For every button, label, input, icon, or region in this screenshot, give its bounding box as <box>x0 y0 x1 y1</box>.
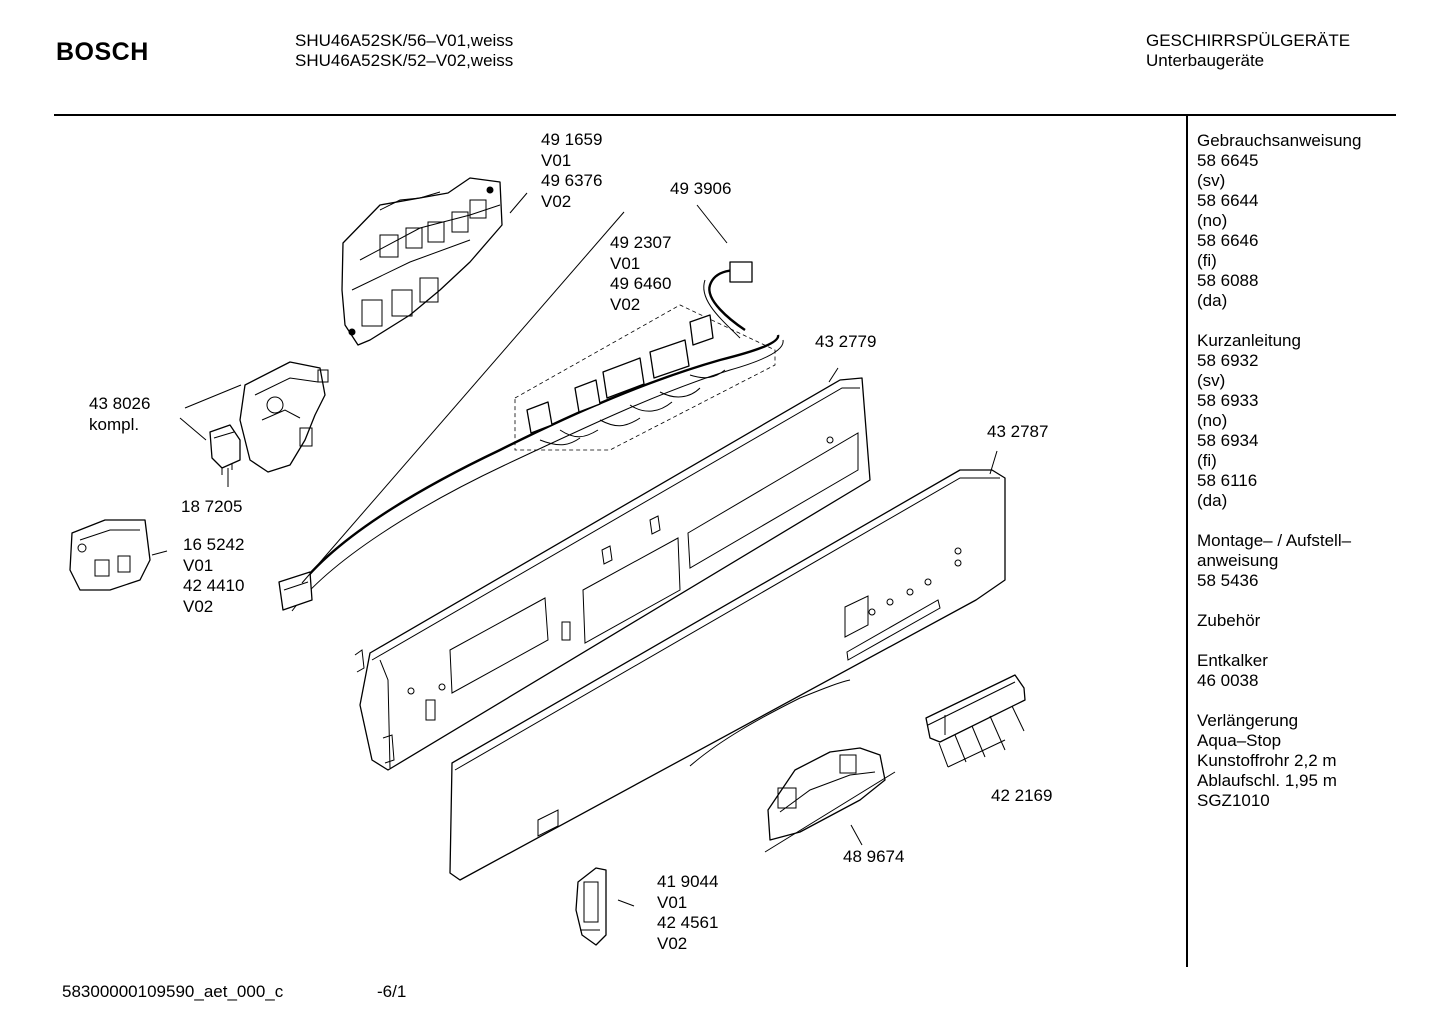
sidebar-line: 58 6933 <box>1197 391 1259 410</box>
callout-connector-set: 49 2307 V01 49 6460 V02 <box>610 233 671 315</box>
header-divider <box>54 114 1396 116</box>
sidebar-line: 58 6934 <box>1197 431 1259 450</box>
part-number: 43 8026 <box>89 394 151 413</box>
part-number: 42 2169 <box>991 786 1053 805</box>
sidebar-group-quickguide: Kurzanleitung 58 6932 (sv) 58 6933 (no) … <box>1197 331 1361 511</box>
page-number: -6/1 <box>377 982 407 1001</box>
sidebar-group-descaler: Entkalker 46 0038 <box>1197 651 1361 691</box>
part-number: 18 7205 <box>181 497 243 516</box>
callout-control-panel-frame: 43 2779 <box>815 332 876 353</box>
connector-set-drawing <box>514 304 776 451</box>
version-label: V01 <box>541 150 572 170</box>
leader-lines <box>151 192 1025 907</box>
sidebar-line: Gebrauchsanweisung <box>1197 131 1362 150</box>
callout-switch-assembly: 43 8026 kompl. <box>89 394 150 435</box>
part-number: 49 6376 <box>541 171 603 190</box>
sidebar-line: (sv) <box>1197 371 1226 390</box>
part-number: 42 4410 <box>183 576 245 595</box>
handle-insert-drawing <box>764 747 896 853</box>
sidebar-line: (fi) <box>1197 251 1217 270</box>
sidebar-line: Aqua–Stop <box>1197 731 1282 750</box>
sidebar-line: 58 6932 <box>1197 351 1259 370</box>
sidebar-line: 58 6088 <box>1197 271 1259 290</box>
appliance-category: GESCHIRRSPÜLGERÄTE Unterbaugeräte <box>1146 31 1350 71</box>
category-subtitle: Unterbaugeräte <box>1146 51 1265 70</box>
switch-drawing <box>69 519 151 591</box>
sidebar-line: 58 6646 <box>1197 231 1259 250</box>
callout-cable-harness: 49 3906 <box>670 179 731 200</box>
version-label: V01 <box>183 555 214 575</box>
sidebar-divider <box>1186 116 1188 967</box>
sidebar-line: 58 6116 <box>1197 471 1258 490</box>
sidebar-line: (no) <box>1197 211 1228 230</box>
sidebar-line: (no) <box>1197 411 1228 430</box>
part-number: 49 6460 <box>610 274 672 293</box>
callout-handle-insert: 48 9674 <box>843 847 904 868</box>
version-label: V02 <box>657 933 688 953</box>
part-number: 42 4561 <box>657 913 719 932</box>
front-panel-drawing <box>449 469 1006 881</box>
control-module-drawing <box>341 177 503 346</box>
part-number: 16 5242 <box>183 535 245 554</box>
cable-harness-drawing <box>278 261 784 612</box>
sidebar-line: Verlängerung <box>1197 711 1299 730</box>
sidebar-line: Kunstoffrohr 2,2 m <box>1197 751 1337 770</box>
brand-logo: BOSCH <box>56 38 149 66</box>
sidebar-line: 58 6644 <box>1197 191 1259 210</box>
sidebar-line: Montage– / Aufstell– <box>1197 531 1352 550</box>
part-number: 48 9674 <box>843 847 905 866</box>
sidebar-line: 58 5436 <box>1197 571 1259 590</box>
sidebar-line: Zubehör <box>1197 611 1261 630</box>
callout-button-strip: 42 2169 <box>991 786 1052 807</box>
sidebar-group-manual: Gebrauchsanweisung 58 6645 (sv) 58 6644 … <box>1197 131 1361 311</box>
part-number: 43 2779 <box>815 332 877 351</box>
version-label: V02 <box>541 191 572 211</box>
sidebar-line: (fi) <box>1197 451 1217 470</box>
sidebar-line: Ablaufschl. 1,95 m <box>1197 771 1337 790</box>
control-panel-frame-drawing <box>354 377 871 771</box>
part-number: 41 9044 <box>657 872 719 891</box>
sidebar-line: Entkalker <box>1197 651 1268 670</box>
callout-small-component: 18 7205 <box>181 497 242 518</box>
sidebar-line: (da) <box>1197 491 1228 510</box>
part-number: 49 1659 <box>541 130 603 149</box>
switch-assembly-drawing <box>239 361 329 473</box>
documents-sidebar: Gebrauchsanweisung 58 6645 (sv) 58 6644 … <box>1197 131 1361 831</box>
model-line-2: SHU46A52SK/52–V02,weiss <box>295 51 514 70</box>
part-number: 49 2307 <box>610 233 672 252</box>
sidebar-group-accessories: Zubehör <box>1197 611 1361 631</box>
sidebar-line: 46 0038 <box>1197 671 1259 690</box>
callout-front-panel: 43 2787 <box>987 422 1048 443</box>
small-component-drawing <box>209 424 241 475</box>
callout-switch: 16 5242 V01 42 4410 V02 <box>183 535 244 617</box>
part-note: kompl. <box>89 414 140 434</box>
sidebar-line: (sv) <box>1197 171 1226 190</box>
version-label: V01 <box>657 892 688 912</box>
callout-control-module: 49 1659 V01 49 6376 V02 <box>541 130 602 212</box>
sidebar-line: (da) <box>1197 291 1228 310</box>
version-label: V01 <box>610 253 641 273</box>
callout-hinge-part: 41 9044 V01 42 4561 V02 <box>657 872 718 954</box>
sidebar-line: Kurzanleitung <box>1197 331 1301 350</box>
sidebar-line: anweisung <box>1197 551 1279 570</box>
part-number: 49 3906 <box>670 179 732 198</box>
model-numbers: SHU46A52SK/56–V01,weiss SHU46A52SK/52–V0… <box>295 31 513 71</box>
version-label: V02 <box>183 596 214 616</box>
document-id: 58300000109590_aet_000_c <box>62 982 284 1001</box>
sidebar-group-extension: Verlängerung Aqua–Stop Kunstoffrohr 2,2 … <box>1197 711 1361 811</box>
sidebar-group-installation: Montage– / Aufstell– anweisung 58 5436 <box>1197 531 1361 591</box>
category-title: GESCHIRRSPÜLGERÄTE <box>1146 31 1351 50</box>
hinge-part-drawing <box>575 867 607 946</box>
part-number: 43 2787 <box>987 422 1049 441</box>
sidebar-line: 58 6645 <box>1197 151 1259 170</box>
model-line-1: SHU46A52SK/56–V01,weiss <box>295 31 514 50</box>
button-strip-drawing <box>925 674 1026 743</box>
version-label: V02 <box>610 294 641 314</box>
sidebar-line: SGZ1010 <box>1197 791 1270 810</box>
